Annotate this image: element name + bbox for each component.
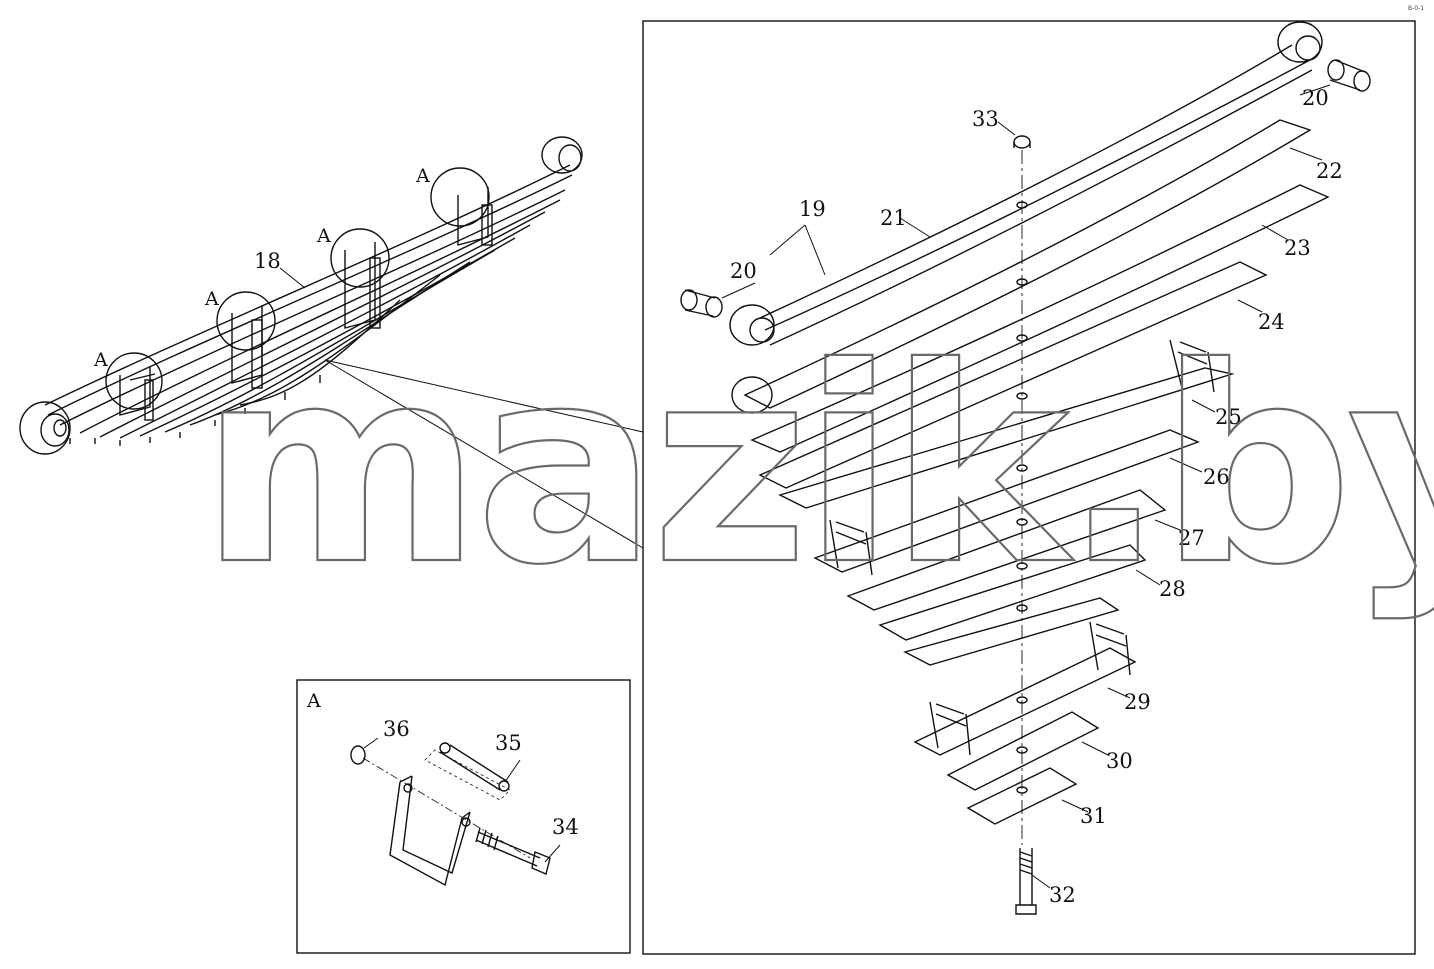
label-32: 32 xyxy=(1049,883,1076,907)
corner-code: B-0-1 xyxy=(1408,5,1424,12)
label-31: 31 xyxy=(1080,804,1107,828)
label-23: 23 xyxy=(1284,236,1311,260)
watermark: mazik.by xyxy=(200,309,1434,624)
label-20-right: 20 xyxy=(1302,86,1329,110)
detail-clamp-parts xyxy=(350,737,561,887)
label-36: 36 xyxy=(383,717,410,741)
detail-box-title: A xyxy=(306,690,321,712)
detail-marker-1: A xyxy=(93,349,108,371)
label-25: 25 xyxy=(1215,405,1242,429)
label-35: 35 xyxy=(495,731,522,755)
label-18: 18 xyxy=(254,249,281,273)
exploded-leaves xyxy=(680,21,1371,915)
label-28: 28 xyxy=(1159,577,1186,601)
detail-marker-2: A xyxy=(204,288,219,310)
detail-marker-3: A xyxy=(316,225,331,247)
exploded-box xyxy=(642,20,1416,955)
detail-marker-4: A xyxy=(415,165,430,187)
label-24: 24 xyxy=(1258,310,1285,334)
label-26: 26 xyxy=(1203,465,1230,489)
label-22: 22 xyxy=(1316,159,1343,183)
label-21: 21 xyxy=(880,206,907,230)
label-33: 33 xyxy=(972,107,999,131)
label-19: 19 xyxy=(799,197,826,221)
label-29: 29 xyxy=(1124,690,1151,714)
overview-spring xyxy=(19,136,644,549)
detail-box xyxy=(296,679,631,954)
label-30: 30 xyxy=(1106,749,1133,773)
label-27: 27 xyxy=(1178,526,1205,550)
label-34: 34 xyxy=(552,815,579,839)
label-20-left: 20 xyxy=(730,259,757,283)
